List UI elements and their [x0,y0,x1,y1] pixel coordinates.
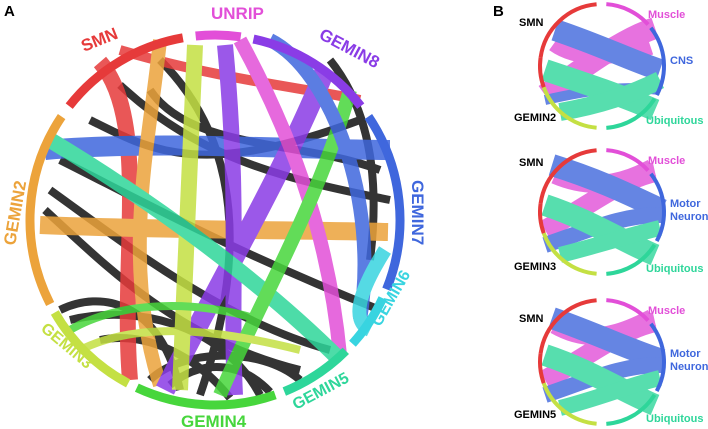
b2-muscle-label: Muscle [648,155,685,167]
ribbons-b2 [540,154,667,266]
arc-gemin [541,86,597,130]
b1-cns-label: CNS [670,55,693,67]
gemin3-link [78,327,301,354]
arc-smn [538,2,597,58]
b2-left-label: SMN [519,157,544,169]
arcs-b1 [538,2,666,130]
arc-gemin5 [282,347,349,396]
b1-muscle-label: Muscle [648,9,685,21]
panel-b-letter: B [493,3,504,20]
label-smn: SMN [78,24,120,56]
arc-ubiquitous [606,243,657,276]
arc-neural [649,26,666,97]
arc-ubiquitous [606,393,657,426]
colored-links [39,33,391,398]
arc-smn [538,148,597,204]
gemin5-link [45,133,346,366]
arc-smn [538,298,597,354]
segment-arcs [25,30,405,410]
arc-gemin6 [349,296,387,347]
b1-ubiquitous-label: Ubiquitous [646,115,703,127]
b3-ubiquitous-label: Ubiquitous [646,413,703,425]
gemin8-link [217,44,243,396]
label-gemin7: GEMIN7 [408,180,427,245]
gemin2-link [39,216,389,241]
panel-b-diagram-2: SMN GEMIN3 Muscle Motor Neuron Ubiquitou… [514,148,708,276]
arc-gemin [541,382,597,426]
arc-neural [649,172,666,243]
panel-a-letter: A [4,3,15,20]
b3-neuron-label: Neuron [670,361,708,373]
label-gemin8: GEMIN8 [316,25,382,72]
black-link [157,57,234,397]
arc-ubiquitous [606,97,657,130]
panel-b-diagram-1: SMN GEMIN2 Muscle CNS Ubiquitous [514,2,703,130]
label-gemin4: GEMIN4 [181,412,247,429]
b2-motor-label: Motor [670,198,701,210]
arc-gemin2 [25,114,66,307]
label-unrip: UNRIP [211,4,264,23]
arcs-b3 [538,298,666,426]
b3-left-label: SMN [519,313,544,325]
ribbons-b1 [538,17,665,121]
arc-smn-lower [538,353,546,384]
panel-b-diagram-3: SMN GEMIN5 Muscle Motor Neuron Ubiquitou… [514,298,708,426]
b1-left-label: SMN [519,17,544,29]
arc-neural [649,322,666,393]
b2-neuron-label: Neuron [670,211,708,223]
arc-muscle [606,148,650,172]
arc-gemin3 [50,310,131,388]
b3-muscle-label: Muscle [648,305,685,317]
black-link [47,186,332,354]
b2-ubiquitous-label: Ubiquitous [646,263,703,275]
b1-bottom-left-label: GEMIN2 [514,112,556,124]
arc-unrip [195,30,242,42]
b3-bottom-left-label: GEMIN5 [514,409,556,421]
arcs-b2 [538,148,666,276]
arc-muscle [606,2,650,26]
ribbons-layer [39,33,391,401]
gemin4-link [67,302,262,334]
b2-bottom-left-label: GEMIN3 [514,261,556,273]
arc-smn-lower [538,203,546,234]
arc-smn [65,33,184,109]
arc-gemin [541,232,597,276]
chord-diagram-a: SMN UNRIP GEMIN8 GEMIN7 GEMIN6 GEMIN5 GE… [0,4,427,429]
arc-smn-lower [538,57,546,88]
arc-gemin7 [364,114,405,291]
b3-motor-label: Motor [670,348,701,360]
arc-muscle [606,298,650,322]
arc-gemin8 [252,34,365,109]
ribbons-b3 [540,307,666,416]
arc-gemin4 [134,383,277,410]
gemin3-link [172,44,203,391]
